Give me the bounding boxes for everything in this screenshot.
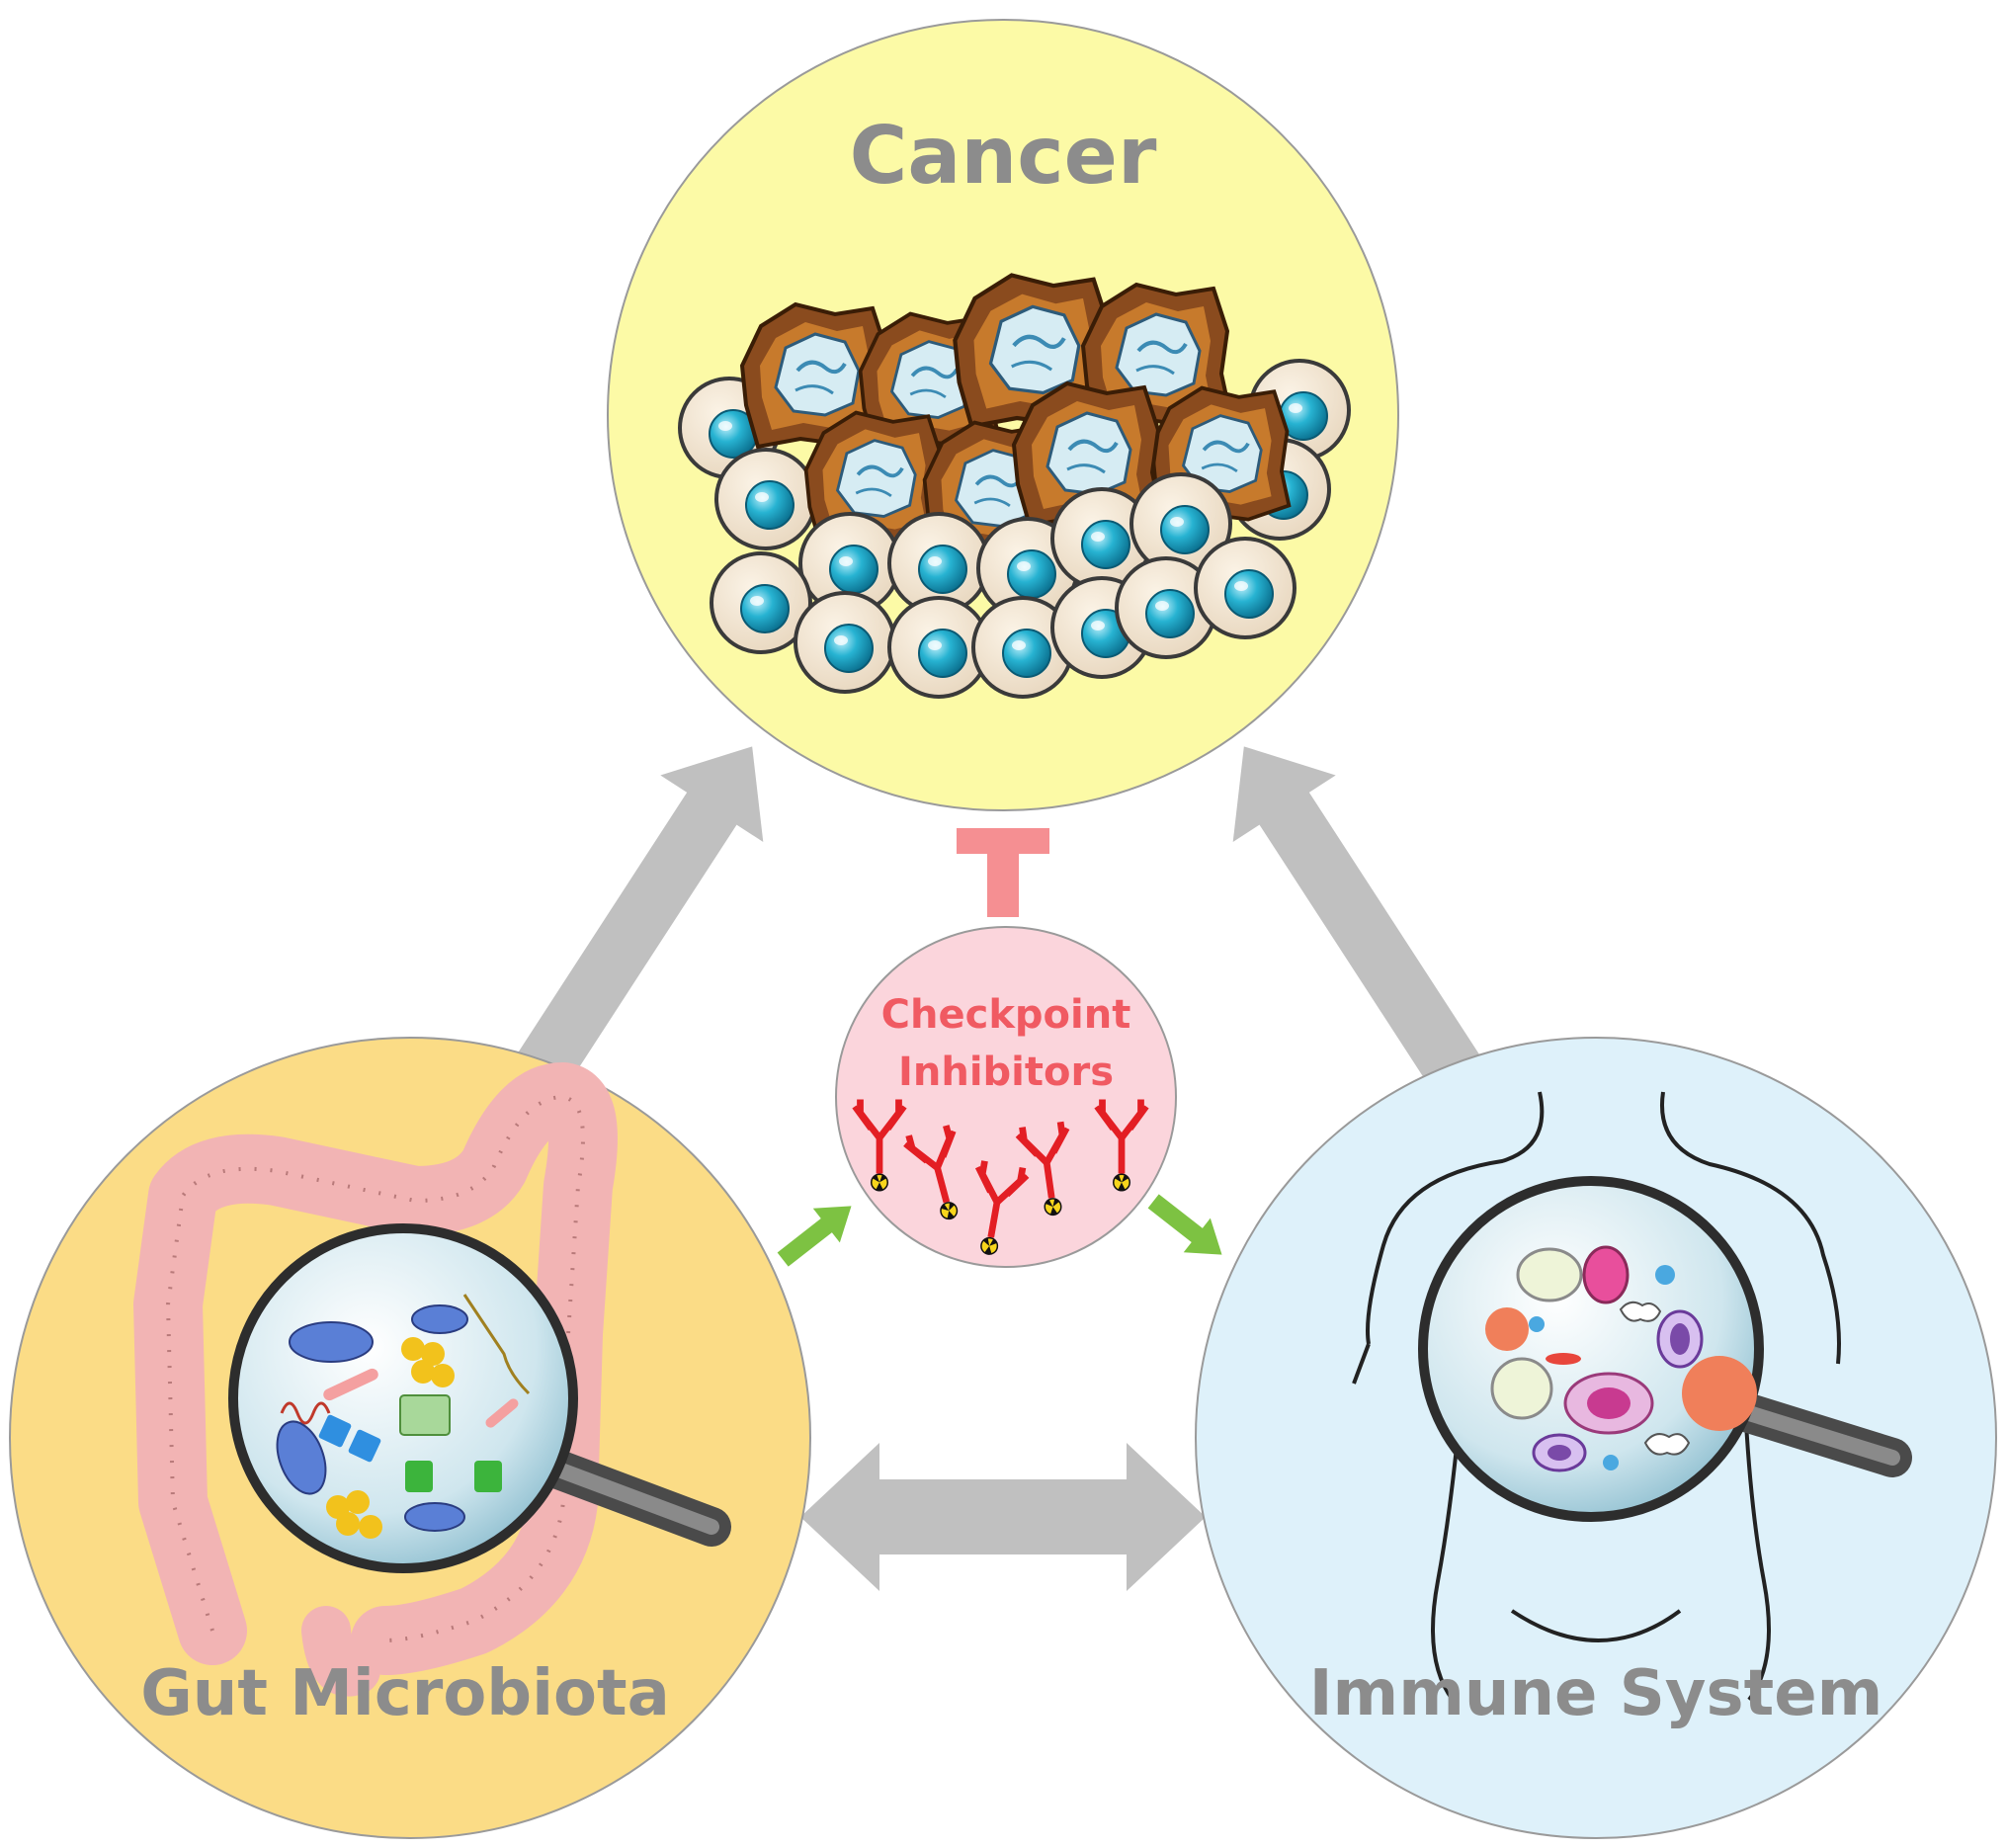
cancer-node: Cancer [607,19,1399,811]
checkpoint-circle [835,926,1177,1268]
gut-label: Gut Microbiota [140,1657,670,1730]
gray-double-arrows [471,746,1525,1591]
inhibition-bar [957,828,1049,917]
cancer-gut-arrow [471,746,764,1161]
gut-node: Gut Microbiota [9,1037,811,1839]
checkpoint-to-immune-arrow [1147,1194,1222,1255]
gut-to-checkpoint-arrow [777,1206,852,1267]
cancer-immune-arrow [1232,746,1525,1161]
checkpoint-label-line1: Checkpoint [881,992,1131,1038]
magnifier-icon [1418,1176,1912,1522]
cancer-label: Cancer [850,110,1157,202]
magnifier-icon [228,1223,731,1573]
colon-illustration [133,1062,618,1697]
gut-immune-arrow [800,1443,1206,1591]
checkpoint-node: Checkpoint Inhibitors [835,926,1177,1268]
checkpoint-label-line2: Inhibitors [898,1050,1114,1095]
immune-label: Immune System [1309,1657,1883,1730]
immune-node: Immune System [1195,1037,1997,1839]
green-arrows [777,1194,1222,1267]
